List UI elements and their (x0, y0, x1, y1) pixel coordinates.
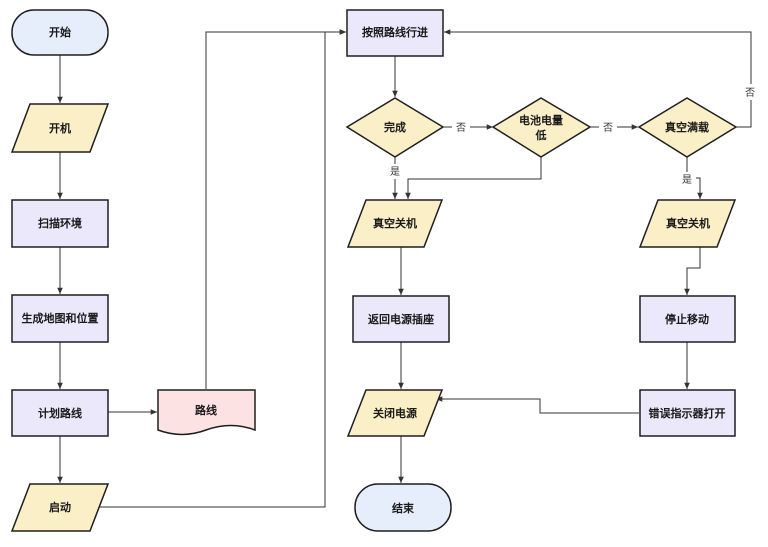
terminal-shape (354, 483, 452, 532)
edge-label-vacuum-yes: 是 (682, 174, 692, 186)
edge-route-doc-to-follow (205, 29, 346, 389)
node-vacuum-full[interactable]: 真空满载 (637, 97, 738, 158)
node-power-off-label: 关闭电源 (373, 406, 417, 420)
node-plan-label: 计划路线 (38, 406, 82, 420)
node-start-label: 开始 (49, 25, 71, 39)
node-end[interactable]: 结束 (354, 483, 452, 532)
process-shape (639, 295, 736, 343)
node-plan[interactable]: 计划路线 (11, 389, 109, 437)
node-launch-label: 启动 (49, 500, 71, 514)
node-done-label: 完成 (384, 120, 406, 134)
node-return-dock[interactable]: 返回电源插座 (352, 295, 450, 343)
node-power-on[interactable]: 开机 (10, 103, 110, 153)
process-shape (11, 199, 109, 248)
document-shape (157, 389, 256, 436)
node-return-dock-label: 返回电源插座 (368, 312, 434, 326)
edge-labels: 否 否 否 是 是 (386, 84, 759, 187)
terminal-shape (11, 9, 109, 56)
parallelogram-shape (346, 389, 444, 437)
node-vac-off-left[interactable]: 真空关机 (346, 199, 444, 248)
process-shape (11, 389, 109, 437)
parallelogram-shape (10, 483, 110, 532)
node-vac-off-left-label: 真空关机 (373, 216, 417, 230)
nodes: 开始 开机 扫描环境 生成地图和位置 计划路线 路线 启动 (10, 9, 738, 532)
node-vac-off-right[interactable]: 真空关机 (638, 199, 737, 248)
node-done[interactable]: 完成 (345, 97, 445, 158)
node-vacuum-full-label: 真空满载 (665, 120, 709, 134)
node-follow-label: 按照路线行进 (362, 25, 428, 39)
edge-label-battery-no: 否 (603, 122, 613, 134)
process-shape (11, 294, 109, 343)
parallelogram-shape (346, 199, 444, 248)
decision-shape (637, 97, 738, 158)
node-route-doc-label: 路线 (195, 403, 217, 417)
node-error-light[interactable]: 错误指示器打开 (639, 389, 736, 437)
node-battery-low-label-1: 电池电量 (519, 113, 563, 127)
node-scan-label: 扫描环境 (38, 216, 82, 230)
edge-label-vacuum-no: 否 (745, 87, 755, 99)
edge-label-done-yes: 是 (390, 166, 400, 178)
edge-launch-to-follow (98, 29, 346, 508)
decision-shape (491, 97, 592, 158)
process-shape (352, 295, 450, 343)
node-follow[interactable]: 按照路线行进 (346, 9, 444, 57)
decision-shape (345, 97, 445, 158)
node-launch[interactable]: 启动 (10, 483, 110, 532)
node-map[interactable]: 生成地图和位置 (11, 294, 109, 343)
parallelogram-shape (638, 199, 737, 248)
node-stop-move[interactable]: 停止移动 (639, 295, 736, 343)
edge-label-done-no: 否 (456, 122, 466, 134)
node-vac-off-right-label: 真空关机 (666, 216, 710, 230)
node-route-doc[interactable]: 路线 (157, 389, 256, 436)
process-shape (639, 389, 736, 437)
edge-battery-to-vac-off-left (405, 157, 542, 199)
node-error-light-label: 错误指示器打开 (649, 406, 726, 420)
node-power-off[interactable]: 关闭电源 (346, 389, 444, 437)
node-scan[interactable]: 扫描环境 (11, 199, 109, 248)
node-end-label: 结束 (391, 501, 415, 515)
node-battery-low-label-2: 低 (535, 128, 547, 142)
edge-vacuum-to-follow (444, 29, 752, 128)
process-shape (346, 9, 444, 57)
node-battery-low[interactable]: 电池电量 低 (491, 97, 592, 158)
node-start[interactable]: 开始 (11, 9, 109, 56)
node-map-label: 生成地图和位置 (22, 311, 99, 325)
node-power-on-label: 开机 (49, 121, 71, 135)
parallelogram-shape (10, 103, 110, 153)
edge-vac-off-right-to-stop (684, 247, 701, 295)
edge-error-to-power-off (436, 396, 639, 414)
node-stop-move-label: 停止移动 (665, 312, 709, 326)
